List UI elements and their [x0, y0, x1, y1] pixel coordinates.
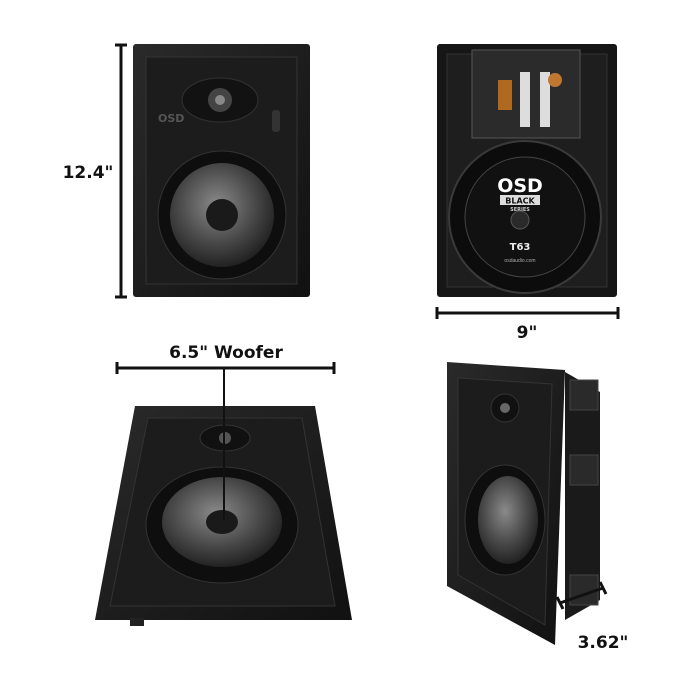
tweeter-switch	[272, 110, 280, 132]
front-view-speaker: OSD	[133, 44, 310, 297]
height-label: 12.4"	[63, 163, 114, 183]
woofer-dimension-line	[115, 362, 336, 520]
depth-label: 3.62"	[578, 633, 629, 653]
woofer-label: 6.5" Woofer	[169, 343, 283, 363]
website-label: osdaudio.com	[504, 258, 535, 264]
brand-logo: OSD	[497, 175, 543, 197]
series-subtitle: SERIES	[510, 207, 530, 213]
front-logo: OSD	[158, 112, 184, 125]
model-label: T63	[510, 242, 531, 253]
width-dimension-line	[435, 307, 620, 319]
side-view-speaker	[447, 362, 600, 645]
back-view-speaker: OSD BLACK SERIES T63 osdaudio.com	[437, 44, 617, 297]
depth-dimension-line	[555, 581, 608, 610]
series-logo: BLACK	[505, 197, 535, 206]
height-dimension-line	[115, 43, 127, 299]
width-label: 9"	[517, 323, 538, 343]
perspective-view-speaker	[95, 406, 352, 626]
